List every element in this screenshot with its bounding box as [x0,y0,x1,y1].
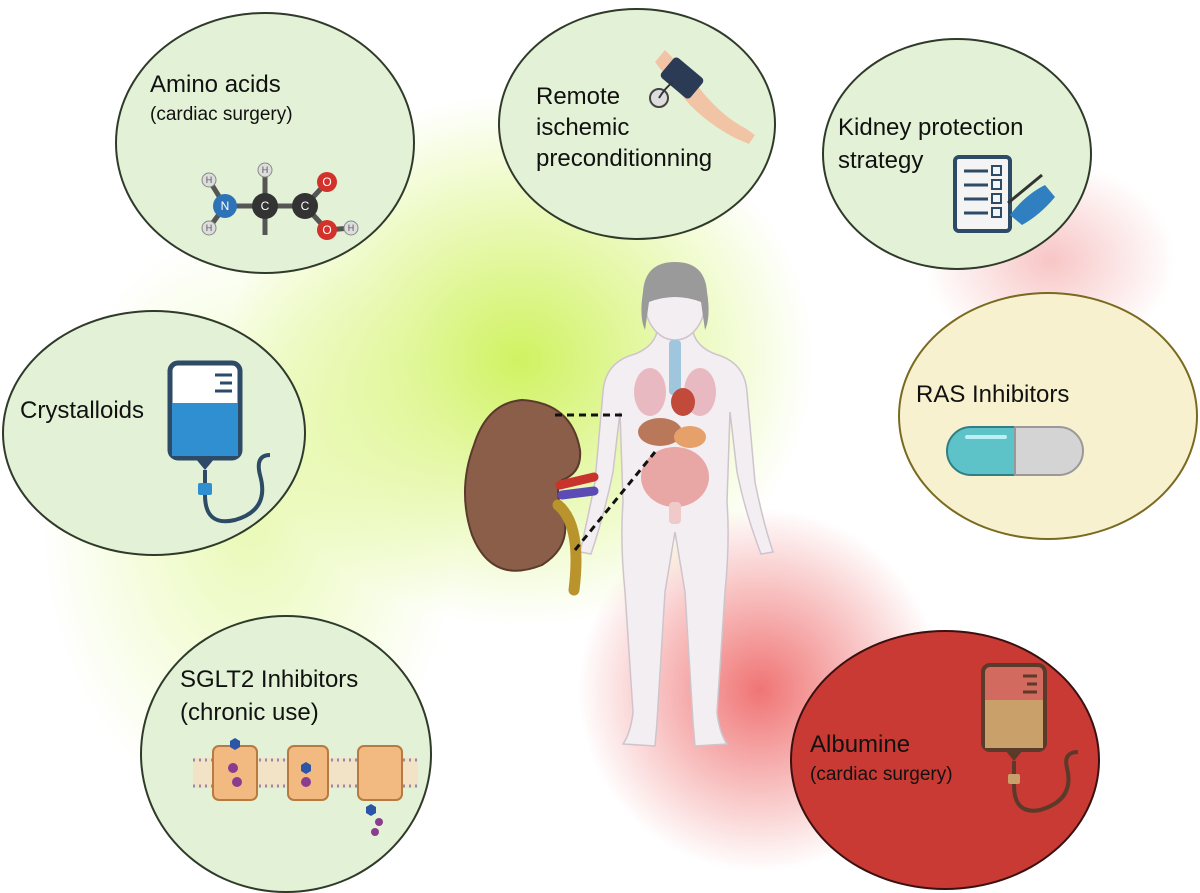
albumine-subtitle: (cardiac surgery) [810,764,953,785]
iv-bag-icon [167,360,271,524]
sglt2-line-2: (chronic use) [180,699,319,726]
carbon-atom-label-2: C [301,199,310,213]
blood-pressure-cuff-icon [649,50,755,144]
hydrogen-atom-label-2: H [206,223,213,233]
ras-inhibitors-title: RAS Inhibitors [916,381,1070,408]
remote-line-3: preconditionning [536,145,713,172]
amino-acids-title: Amino acids [150,71,281,98]
crystalloids-title: Crystalloids [20,397,145,424]
checklist-icon [953,155,1055,233]
ras-inhibitors-bubble [898,292,1198,540]
oxygen-atom-label-1: O [322,175,331,189]
hydrogen-atom-label-4: H [348,223,355,233]
pill-capsule-icon [946,426,1084,476]
kidney-protection-line-1: Kidney protection [838,114,1024,141]
albumine-title: Albumine [810,731,911,758]
crystalloids-bubble [2,310,306,556]
hydrogen-atom-label-1: H [206,175,213,185]
hydrogen-atom-label-3: H [262,165,269,175]
kidney-illustration [464,398,599,596]
carbon-atom-label-1: C [261,199,270,213]
remote-line-1: Remote [536,83,621,110]
kidney-protection-line-2: strategy [838,147,924,174]
amino-acid-molecule-icon: N C C O O H H H H [201,162,359,240]
sglt2-membrane-transporter-icon [193,738,418,836]
amino-acids-subtitle: (cardiac surgery) [150,104,293,125]
nitrogen-atom-label: N [221,199,230,213]
oxygen-atom-label-2: O [322,223,331,237]
albumine-iv-bag-icon [981,663,1079,813]
remote-line-2: ischemic [536,114,630,141]
sglt2-line-1: SGLT2 Inhibitors [180,666,359,693]
albumine-bubble [790,630,1100,890]
human-body-illustration [579,262,774,747]
